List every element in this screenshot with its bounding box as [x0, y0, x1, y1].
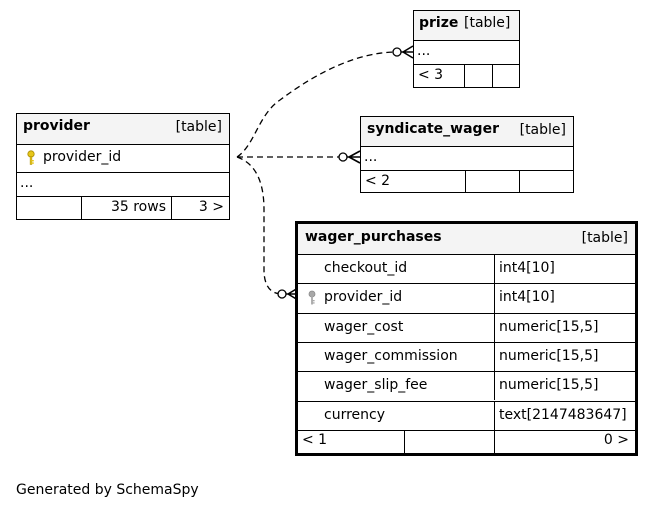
- optional-marker-wager-purchases: [277, 289, 287, 299]
- table-prize[interactable]: prize [table] ... < 3: [413, 10, 520, 88]
- column-type: numeric[15,5]: [499, 347, 599, 364]
- crowfoot-prize: [401, 45, 414, 59]
- column-name: wager_slip_fee: [324, 377, 428, 394]
- relation-provider-wager-purchases: [236, 156, 283, 295]
- table-header: prize [table]: [414, 11, 519, 40]
- relation-provider-prize: [236, 51, 398, 158]
- column-type: int4[10]: [499, 260, 555, 276]
- column-name: provider_id: [43, 149, 122, 165]
- column-row: provider_id int4[10]: [298, 283, 635, 313]
- column-row: checkout_id int4[10]: [298, 254, 635, 284]
- ellipsis-row: ...: [17, 172, 229, 196]
- column-row: wager_commission numeric[15,5]: [298, 341, 635, 372]
- row-count: 35 rows: [110, 199, 166, 215]
- table-header: syndicate_wager [table]: [361, 117, 573, 146]
- column-row: wager_slip_fee numeric[15,5]: [298, 371, 635, 401]
- table-name: provider: [23, 118, 90, 134]
- table-provider[interactable]: provider [table] provider_id ... 35 rows…: [16, 113, 230, 220]
- columns-ellipsis: ...: [20, 175, 34, 191]
- table-name: syndicate_wager: [367, 121, 499, 137]
- column-type: numeric[15,5]: [499, 318, 599, 335]
- column-name: wager_cost: [324, 318, 404, 335]
- column-name: wager_commission: [324, 347, 458, 364]
- table-type: [table]: [519, 122, 566, 138]
- children-count[interactable]: 0 >: [603, 432, 629, 448]
- column-type: text[2147483647]: [499, 406, 627, 423]
- column-row: provider_id: [17, 144, 229, 172]
- table-wager-purchases[interactable]: wager_purchases [table] checkout_id int4[…: [295, 221, 638, 456]
- table-footer: 35 rows 3 >: [17, 196, 229, 219]
- table-name: prize: [419, 15, 459, 31]
- table-header: provider [table]: [17, 114, 229, 144]
- table-footer: < 1 0 >: [298, 430, 635, 453]
- parents-count[interactable]: < 2: [365, 173, 391, 189]
- columns-ellipsis: ...: [364, 149, 378, 165]
- crowfoot-syndicate-wager: [347, 150, 361, 164]
- table-header: wager_purchases [table]: [298, 224, 635, 254]
- column-type: int4[10]: [499, 289, 555, 306]
- table-type: [table]: [175, 119, 222, 135]
- table-type: [table]: [581, 230, 628, 246]
- children-count[interactable]: 3 >: [198, 199, 224, 215]
- parents-count[interactable]: < 1: [302, 432, 328, 448]
- ellipsis-row: ...: [414, 40, 519, 64]
- column-row: currency text[2147483647]: [298, 400, 635, 430]
- primary-key-icon: [27, 150, 35, 165]
- table-type: [table]: [464, 15, 511, 31]
- column-row: wager_cost numeric[15,5]: [298, 312, 635, 342]
- parents-count[interactable]: < 3: [418, 67, 444, 83]
- optional-marker-syndicate-wager: [338, 152, 348, 162]
- table-footer: < 3: [414, 64, 519, 87]
- optional-marker-prize: [392, 47, 402, 57]
- table-name: wager_purchases: [305, 229, 442, 245]
- table-footer: < 2: [361, 170, 573, 192]
- generated-by-text: Generated by SchemaSpy: [16, 482, 199, 498]
- column-name: currency: [324, 406, 385, 423]
- ellipsis-row: ...: [361, 146, 573, 170]
- column-name: checkout_id: [324, 260, 408, 276]
- column-type: numeric[15,5]: [499, 377, 599, 394]
- foreign-key-icon: [308, 290, 316, 305]
- table-syndicate-wager[interactable]: syndicate_wager [table] ... < 2: [360, 116, 574, 193]
- columns-ellipsis: ...: [417, 43, 431, 59]
- column-name: provider_id: [324, 289, 403, 306]
